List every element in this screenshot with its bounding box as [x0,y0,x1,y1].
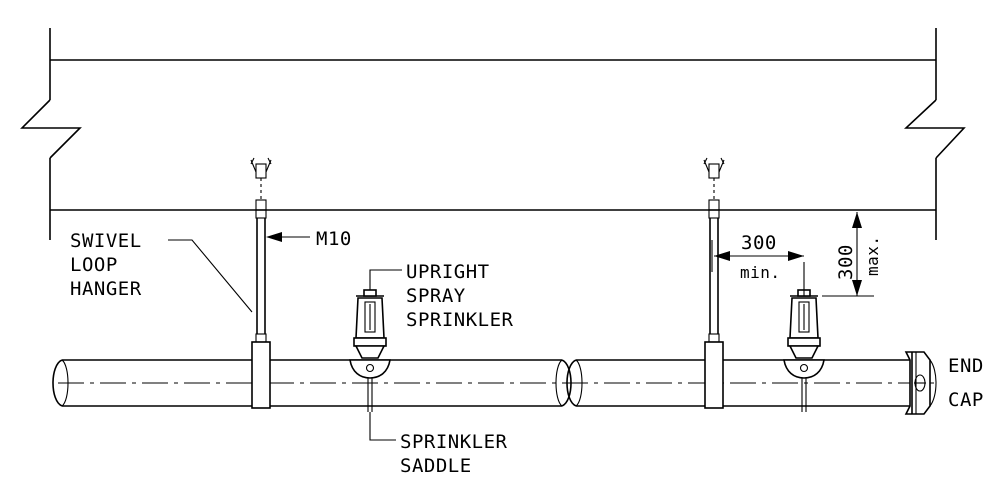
dimension-horizontal [711,240,805,296]
leaders [168,232,402,441]
hanger-2 [703,157,725,409]
break-line-left [20,99,82,159]
sprinkler-label-2: SPRAY [406,285,466,307]
dim-v-value: 300 [835,244,857,280]
hanger-1 [250,157,272,409]
dim-v-qualifier: max. [863,235,882,276]
sprinkler-label-1: UPRIGHT [406,261,490,283]
dimension-vertical [822,212,874,297]
dim-h-qualifier: min. [740,263,781,282]
end-cap [904,351,937,415]
dim-h-value: 300 [741,232,777,254]
endcap-label-1: END [948,355,984,377]
sprinkler-label-3: SPRINKLER [406,309,514,331]
saddle-label-1: SPRINKLER [400,431,508,453]
swivel-label-2: LOOP [70,254,118,276]
swivel-label-3: HANGER [70,278,142,300]
swivel-label-1: SWIVEL [70,230,142,252]
saddle-label-2: SADDLE [400,455,472,477]
slab [20,28,966,240]
break-line-right [903,99,966,159]
sprinkler-1 [349,289,391,412]
pipe-left [52,359,572,407]
rod-label: M10 [316,228,352,250]
sprinkler-2 [783,289,825,412]
endcap-label-2: CAP [948,389,984,411]
